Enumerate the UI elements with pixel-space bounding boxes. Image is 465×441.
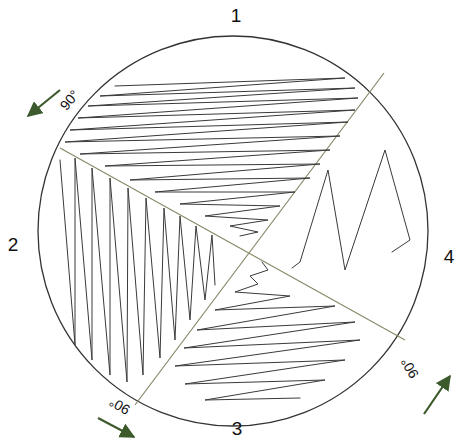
streak-lines — [65, 78, 358, 236]
sector-number: 1 — [231, 6, 242, 25]
petri-dish — [38, 36, 428, 426]
rotation-angle: 90° — [58, 87, 82, 112]
rotation-arrow — [98, 418, 134, 437]
sector-number: 2 — [8, 235, 19, 254]
rotation-arrow — [424, 376, 450, 414]
streak-lines — [175, 262, 360, 400]
rotation-angle: 90° — [107, 395, 132, 418]
rotation-arrow — [28, 90, 60, 116]
streak-lines — [60, 158, 215, 382]
rotation-angle: 90° — [399, 355, 422, 380]
streak-lines — [292, 150, 410, 270]
sector-number: 4 — [444, 247, 455, 266]
sector-number: 3 — [232, 419, 243, 438]
